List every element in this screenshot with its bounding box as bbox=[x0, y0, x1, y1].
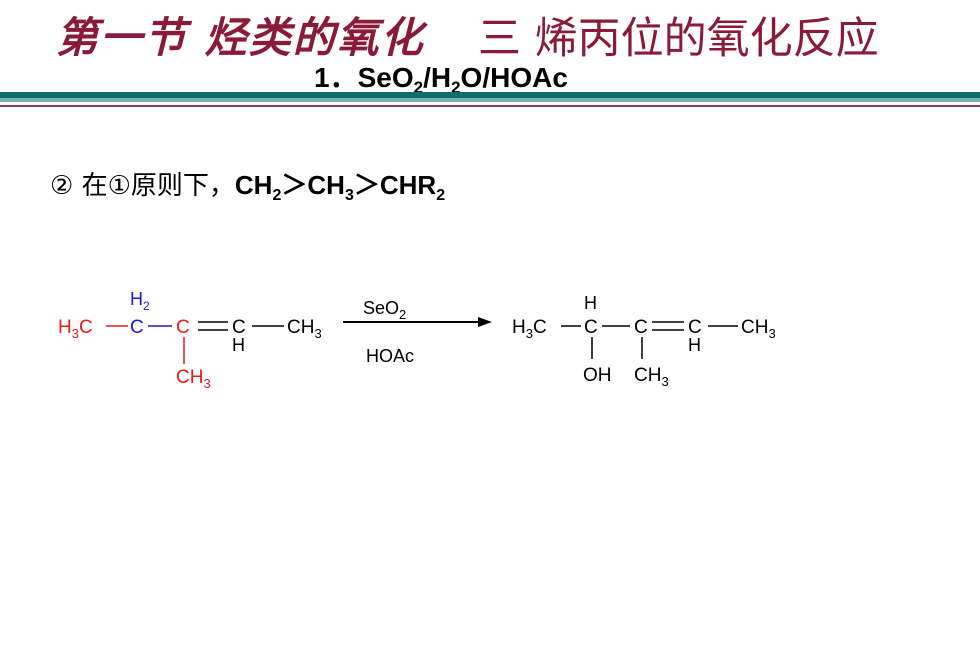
subtitle-suffix: O/HOAc bbox=[460, 62, 568, 93]
reactant-structure: H3C H2 C C C H CH3 CH3 bbox=[58, 289, 322, 391]
product-ch3-right: CH3 bbox=[741, 317, 776, 341]
product-structure: H3C H C C C H CH3 OH CH3 bbox=[512, 293, 776, 389]
greater-than-1: ＞ bbox=[281, 170, 308, 200]
formula-ch3: CH bbox=[307, 170, 345, 200]
reactant-c-blue: C bbox=[130, 317, 144, 338]
formula-chr2: CHR bbox=[379, 170, 437, 200]
arrow-head bbox=[478, 317, 492, 327]
formula-ch2-sub: 2 bbox=[272, 187, 282, 204]
reaction-subtitle: 1．SeO2/H2O/HOAc bbox=[314, 56, 568, 96]
product-c2: C bbox=[634, 317, 648, 338]
product-c1: C bbox=[584, 317, 598, 338]
reactant-ch3-right: CH3 bbox=[287, 317, 322, 341]
reactant-h-alkene: H bbox=[232, 335, 245, 355]
reactant-c-alkene: C bbox=[232, 317, 246, 338]
reagent-hoac: HOAc bbox=[366, 346, 414, 366]
formula-ch2: CH bbox=[234, 170, 273, 200]
header-band-dark bbox=[0, 92, 980, 98]
formula-ch3-sub: 3 bbox=[344, 187, 354, 204]
header-band-accent bbox=[0, 105, 980, 107]
reagent-seo2: SeO2 bbox=[363, 298, 406, 322]
product-h-right: H bbox=[688, 335, 701, 355]
subtitle-sub1: 2 bbox=[413, 78, 424, 97]
reactant-c-red: C bbox=[176, 317, 190, 338]
product-ch3-branch: CH3 bbox=[634, 365, 669, 389]
product-c3: C bbox=[688, 317, 702, 338]
product-h-top: H bbox=[584, 293, 597, 313]
reaction-arrow: SeO2 HOAc bbox=[343, 298, 492, 366]
formula-chr2-sub: 2 bbox=[436, 187, 446, 204]
header-band-light bbox=[0, 98, 980, 102]
reactant-ch2-h: H2 bbox=[130, 289, 150, 313]
subtitle-mid: /H bbox=[423, 62, 452, 93]
slide-title: 三 烯丙位的氧化反应 bbox=[478, 14, 879, 64]
section-title: 第一节 烃类的氧化 bbox=[56, 13, 425, 62]
reactivity-rule: ② 在①原则下，CH2＞CH3＞CHR2 bbox=[50, 165, 445, 204]
product-h3c: H3C bbox=[512, 317, 547, 341]
reactant-h3c: H3C bbox=[58, 317, 93, 341]
reactant-ch3-branch: CH3 bbox=[176, 367, 211, 391]
reaction-scheme: H3C H2 C C C H CH3 CH3 SeO2 HOAc H3C H bbox=[58, 289, 776, 391]
subtitle-prefix: 1．SeO bbox=[314, 62, 414, 93]
subtitle-sub2: 2 bbox=[451, 78, 461, 97]
rule-lead: ② 在①原则下， bbox=[50, 171, 235, 201]
product-oh: OH bbox=[583, 365, 612, 386]
rule-formula: CH2＞CH3＞CHR2 bbox=[234, 170, 445, 204]
greater-than-2: ＞ bbox=[353, 170, 380, 200]
